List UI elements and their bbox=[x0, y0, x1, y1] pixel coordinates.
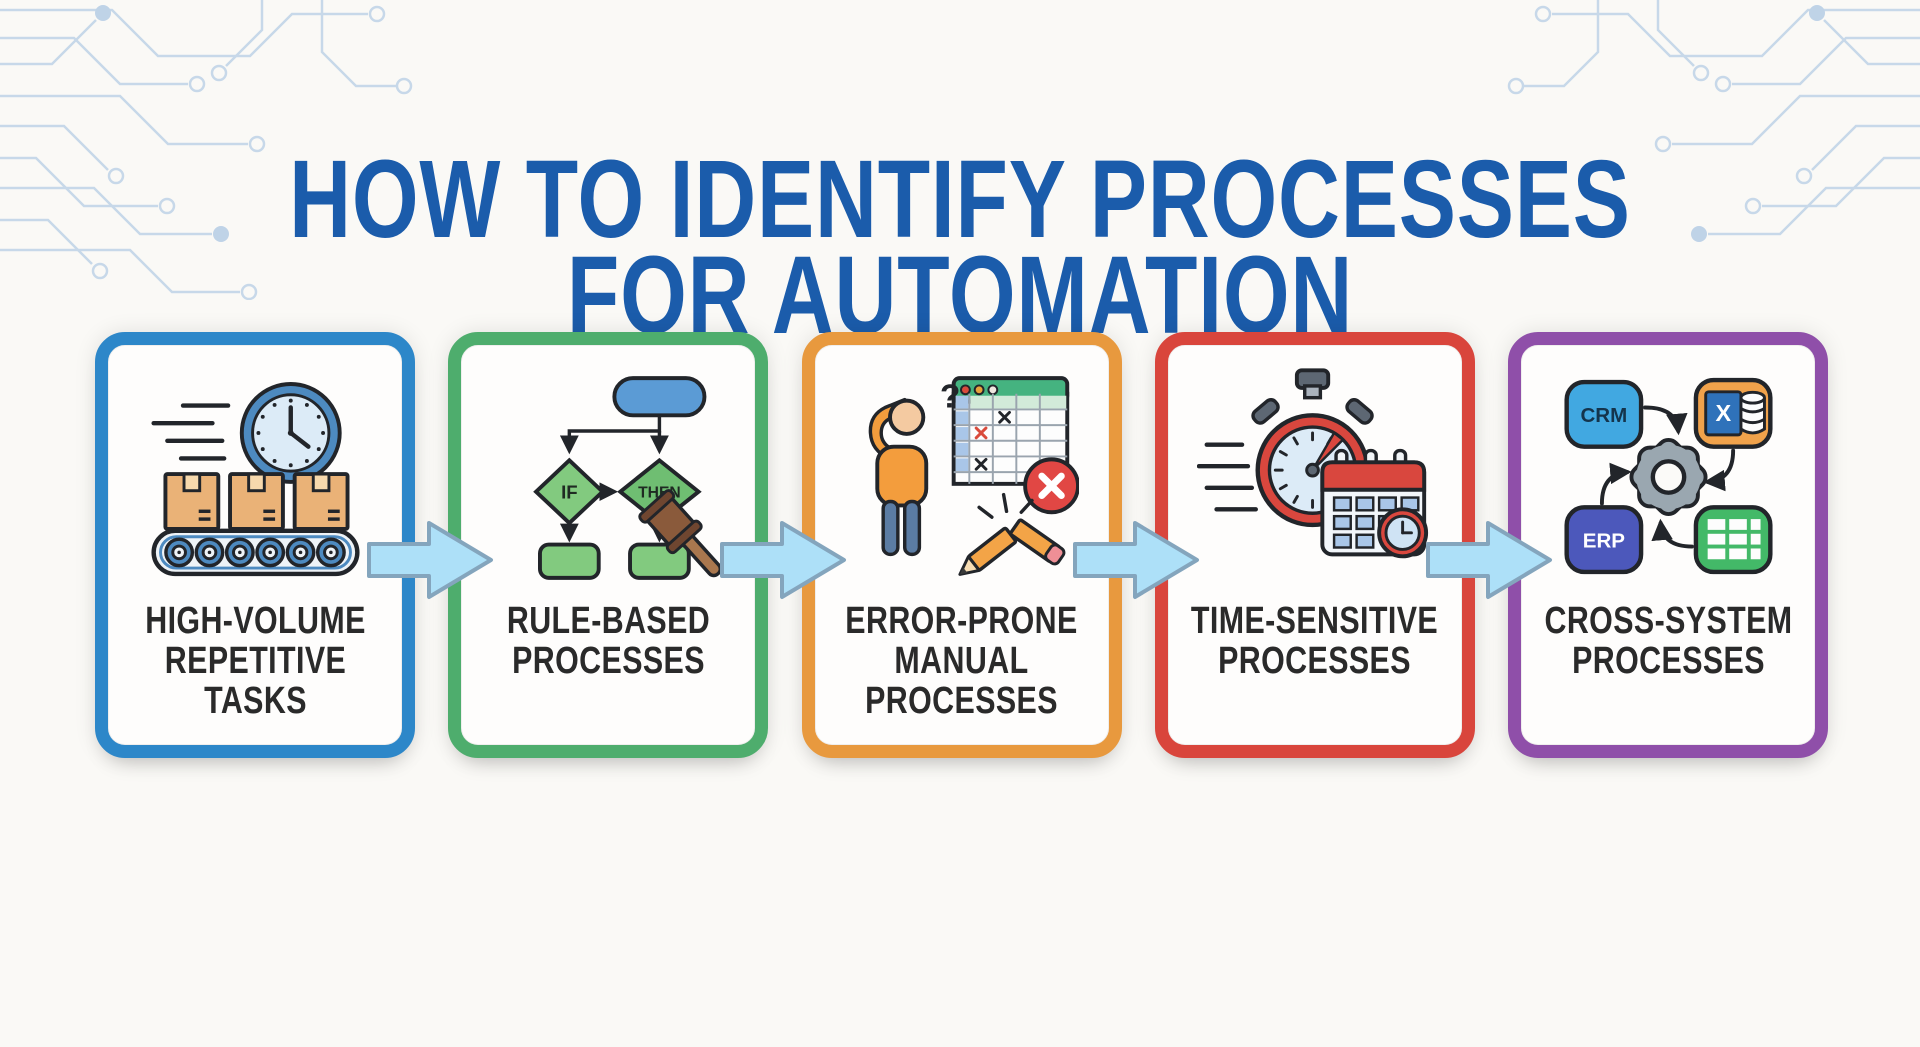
card-4-icon-area bbox=[1168, 345, 1462, 597]
card-cross-system-processes: CRM X E bbox=[1508, 332, 1828, 758]
flow-result-node-left bbox=[537, 542, 601, 580]
boxes-icon bbox=[162, 472, 349, 531]
broken-pencil-icon bbox=[958, 492, 1066, 576]
card-5-label-line: CROSS-SYSTEM bbox=[1543, 600, 1793, 642]
flow-if-node: IF bbox=[532, 457, 606, 526]
excel-x-label: X bbox=[1715, 400, 1731, 426]
flow-arrow-icon bbox=[720, 521, 846, 599]
circuit-pattern-top-right-icon bbox=[1507, 0, 1920, 242]
card-high-volume-repetitive-tasks: HIGH-VOLUME REPETITIVE TASKS bbox=[95, 332, 415, 758]
card-2-label: RULE-BASED PROCESSES bbox=[432, 601, 785, 681]
card-rule-based-processes: IF THEN RULE-BA bbox=[448, 332, 769, 758]
calendar-icon bbox=[1320, 448, 1429, 559]
integration-arrows bbox=[1599, 405, 1735, 549]
card-5-label: CROSS-SYSTEM PROCESSES bbox=[1492, 601, 1845, 681]
card-3-icon-area: ? bbox=[815, 345, 1109, 597]
card-5-label-line: PROCESSES bbox=[1571, 640, 1765, 682]
erp-system-box: ERP bbox=[1563, 505, 1643, 575]
error-x-marks bbox=[974, 410, 1011, 471]
clock-icon bbox=[239, 382, 342, 484]
flow-if-label: IF bbox=[561, 482, 578, 503]
card-4-label: TIME-SENSITIVE PROCESSES bbox=[1138, 601, 1491, 681]
card-1-label: HIGH-VOLUME REPETITIVE TASKS bbox=[79, 601, 432, 721]
card-1-label-line: TASKS bbox=[203, 680, 307, 722]
flow-arrow-icon bbox=[1426, 521, 1552, 599]
conveyor-belt-track-icon bbox=[150, 528, 360, 577]
gear-icon bbox=[1628, 437, 1708, 517]
card-4-label-line: TIME-SENSITIVE bbox=[1191, 600, 1439, 642]
erp-label: ERP bbox=[1582, 530, 1624, 553]
flow-arrow-icon bbox=[367, 521, 493, 599]
stopwatch-icon bbox=[1251, 368, 1375, 528]
flowchart-gavel-icon: IF THEN bbox=[532, 376, 722, 580]
systems-integration-gear-icon: CRM X E bbox=[1563, 377, 1773, 575]
flow-arrow-icon bbox=[1073, 521, 1199, 599]
error-badge-icon bbox=[1023, 457, 1079, 515]
card-1-label-line: REPETITIVE bbox=[164, 640, 346, 682]
spreadsheet-system-box bbox=[1693, 505, 1773, 575]
card-3-label-line: MANUAL bbox=[894, 640, 1029, 682]
flow-result-node-right bbox=[627, 542, 691, 580]
question-mark: ? bbox=[940, 378, 960, 415]
stopwatch-calendar-icon bbox=[1197, 368, 1429, 559]
card-time-sensitive-processes: TIME-SENSITIVE PROCESSES bbox=[1154, 332, 1475, 758]
speed-lines-icon bbox=[150, 403, 230, 461]
page-title-line-1: HOW TO IDENTIFY PROCESSES bbox=[289, 137, 1631, 261]
card-1-label-line: HIGH-VOLUME bbox=[144, 600, 366, 642]
card-5-icon-area: CRM X E bbox=[1521, 345, 1815, 597]
card-3-label: ERROR-PRONE MANUAL PROCESSES bbox=[785, 601, 1138, 721]
card-2-label-line: PROCESSES bbox=[511, 640, 705, 682]
page-title: HOW TO IDENTIFY PROCESSES FOR AUTOMATION bbox=[0, 137, 1920, 357]
rollers-icon bbox=[163, 537, 346, 568]
crm-system-box: CRM bbox=[1563, 379, 1643, 449]
card-2-label-line: RULE-BASED bbox=[506, 600, 710, 642]
card-4-label-line: PROCESSES bbox=[1218, 640, 1412, 682]
confused-person-spreadsheet-broken-pencil-icon: ? bbox=[868, 376, 1079, 576]
conveyor-belt-clock-icon bbox=[150, 382, 360, 577]
card-error-prone-manual-processes: ? bbox=[801, 332, 1122, 758]
speed-lines-icon bbox=[1197, 442, 1259, 512]
gavel-icon bbox=[638, 489, 722, 578]
mini-clock-icon bbox=[1377, 507, 1429, 559]
excel-database-box: X bbox=[1693, 377, 1773, 449]
page-title-line-2: FOR AUTOMATION bbox=[566, 233, 1354, 357]
crm-label: CRM bbox=[1580, 404, 1627, 427]
confused-person-icon: ? bbox=[868, 378, 960, 557]
card-3-label-line: ERROR-PRONE bbox=[845, 600, 1078, 642]
flow-start-node bbox=[612, 376, 707, 418]
card-3-label-line: PROCESSES bbox=[865, 680, 1058, 722]
circuit-pattern-top-left-icon bbox=[0, 0, 413, 300]
database-cylinder-icon bbox=[1738, 390, 1766, 435]
process-cards-row: HIGH-VOLUME REPETITIVE TASKS bbox=[95, 332, 1828, 758]
card-2-icon-area: IF THEN bbox=[461, 345, 755, 597]
card-1-icon-area bbox=[108, 345, 402, 597]
